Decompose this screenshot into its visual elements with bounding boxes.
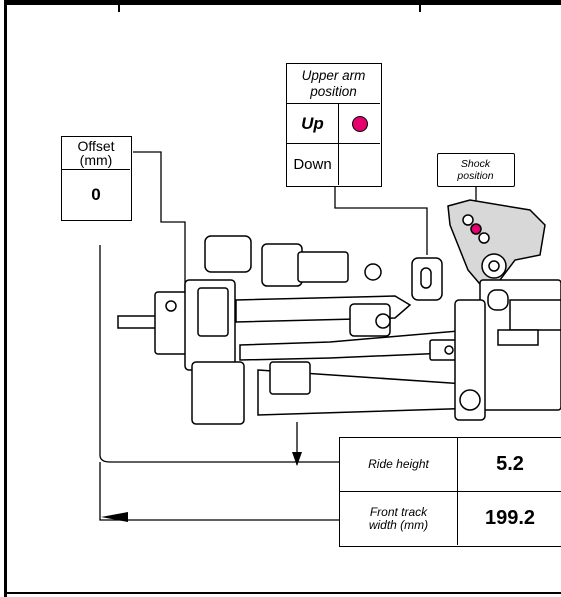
upper-arm-down-marker-cell xyxy=(339,144,380,185)
track-width-label-line2: width (mm) xyxy=(368,517,429,532)
track-width-arrow xyxy=(101,512,128,522)
ride-height-dimension-line xyxy=(99,245,339,463)
offset-box: Offset (mm) 0 xyxy=(61,136,132,221)
ride-height-arrow xyxy=(292,452,302,466)
arm-leader-line xyxy=(334,187,428,255)
track-width-label: Front track width (mm) xyxy=(340,492,458,545)
shock-label-line1: Shock xyxy=(460,157,491,170)
upper-arm-label-line1: Upper arm xyxy=(301,67,366,83)
offset-value: 0 xyxy=(91,184,101,204)
ride-height-label-text: Ride height xyxy=(368,457,429,471)
offset-header: Offset (mm) xyxy=(62,137,130,170)
upper-arm-option-down: Down xyxy=(287,144,339,185)
shock-label-line2: position xyxy=(457,169,494,182)
page-frame-tick xyxy=(419,0,421,12)
page-frame-left xyxy=(4,0,7,597)
upright xyxy=(411,257,561,421)
page-frame-bottom xyxy=(4,592,561,594)
shock-position-label: Shock position xyxy=(438,154,513,185)
track-width-label-line1: Front track xyxy=(369,504,428,519)
hub-assembly xyxy=(117,235,382,425)
selected-position-dot-icon xyxy=(351,115,368,132)
upper-arm-up-marker-cell xyxy=(339,104,380,144)
ride-height-label: Ride height xyxy=(340,438,458,492)
upper-arm-position-box: Upper arm position Up Down xyxy=(286,63,382,187)
offset-unit: (mm) xyxy=(79,152,113,168)
ride-height-value: 5.2 xyxy=(458,438,561,492)
shock-tower xyxy=(447,199,546,291)
page-frame-top xyxy=(4,0,561,5)
suspension-arms xyxy=(235,295,502,416)
shock-position-box: Shock position xyxy=(437,153,515,187)
upper-arm-label-line2: position xyxy=(310,83,357,99)
track-width-dimension-line xyxy=(99,462,339,521)
specs-table: Ride height 5.2 Front track width (mm) 1… xyxy=(339,437,561,547)
shock-position-marker xyxy=(470,223,482,235)
page-frame-tick xyxy=(118,0,120,12)
offset-label: Offset xyxy=(77,138,115,154)
track-width-value: 199.2 xyxy=(484,507,536,529)
upper-arm-option-up: Up xyxy=(287,104,339,144)
offset-leader-line xyxy=(133,151,186,300)
upper-arm-header: Upper arm position xyxy=(287,64,380,104)
